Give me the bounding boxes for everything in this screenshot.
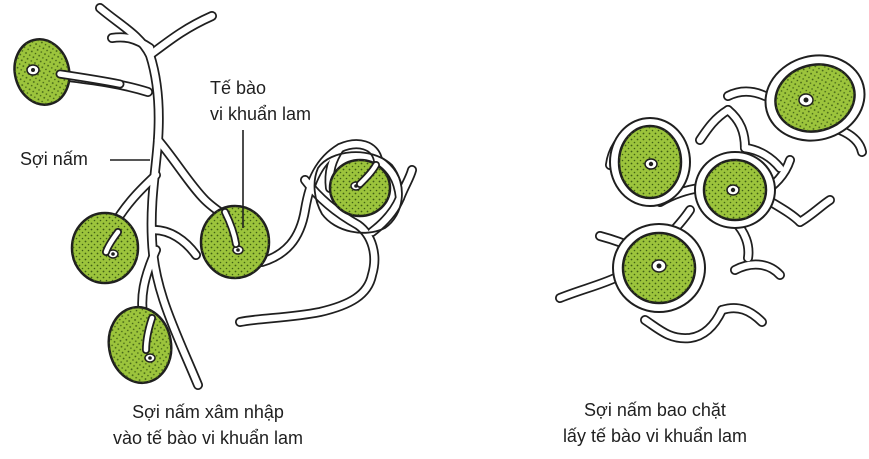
- label-fungal-hypha: Sợi nấm: [20, 147, 88, 172]
- label-cyanobacteria-cell-line2: vi khuẩn lam: [210, 102, 311, 127]
- caption-right-line2: lấy tế bào vi khuẩn lam: [530, 424, 780, 449]
- cyanobacteria-cell: [619, 126, 681, 198]
- caption-right-line1: Sợi nấm bao chặt: [530, 398, 780, 423]
- cyanobacteria-cell: [704, 160, 766, 220]
- label-cyanobacteria-cell-line1: Tế bào: [210, 76, 266, 101]
- cyanobacteria-cell: [623, 233, 695, 303]
- cyanobacteria-cell: [330, 160, 390, 216]
- caption-left-line2: vào tế bào vi khuẩn lam: [88, 426, 328, 451]
- caption-left-line1: Sợi nấm xâm nhập: [88, 400, 328, 425]
